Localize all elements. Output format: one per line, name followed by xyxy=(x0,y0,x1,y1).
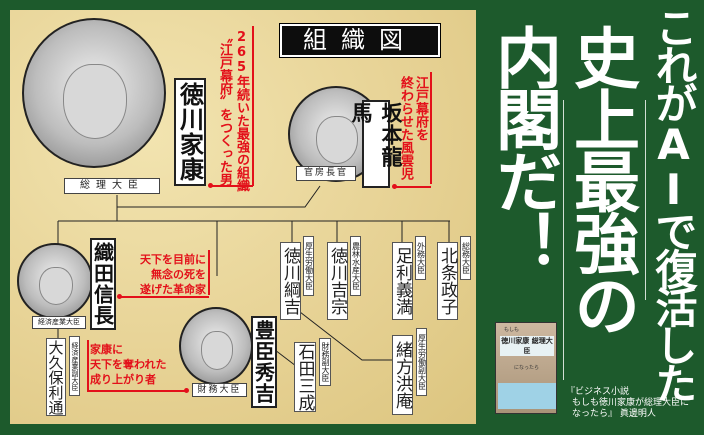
minister-name: 石田三成 xyxy=(294,342,316,412)
leader-name: 徳川家康 xyxy=(174,78,206,186)
note-line xyxy=(252,26,254,186)
portrait-toyotomi-hideyoshi xyxy=(179,307,253,385)
leader-post: 経済産業大臣 xyxy=(32,316,86,329)
note-line xyxy=(395,186,431,188)
minister-name: 徳川綱吉 xyxy=(280,242,301,320)
headline-line2: 史上最強の xyxy=(563,24,640,334)
portrait-oda-nobunaga xyxy=(17,243,93,319)
minister-name: 北条政子 xyxy=(437,242,458,320)
note-hideyoshi: 家康に天下を奪われた成り上がり者 xyxy=(90,343,167,386)
note-line xyxy=(120,296,209,298)
portrait-tokugawa-ieyasu xyxy=(22,18,166,168)
leader-post: 総理大臣 xyxy=(64,178,160,194)
leader-name: 織田信長 xyxy=(90,238,116,330)
book-band xyxy=(498,383,556,409)
note-line xyxy=(212,185,253,187)
minister-post: 経済産業副大臣 xyxy=(69,336,80,396)
note-ieyasu: 265年続いた最強の組織〝江戸幕府〟をつくった男 xyxy=(217,30,249,192)
minister-name: 徳川吉宗 xyxy=(327,242,348,320)
line-branch xyxy=(299,311,392,361)
book-cover-sub: もしも xyxy=(504,327,520,333)
book-cover-sub2: になったら xyxy=(514,365,540,371)
leader-name: 坂本龍馬 xyxy=(349,100,404,188)
note-line xyxy=(208,250,210,295)
note-line xyxy=(430,72,432,184)
page-title: 組織図 xyxy=(279,23,441,58)
line-branch xyxy=(274,349,297,367)
minister-post: 農林水産大臣 xyxy=(350,236,361,296)
leader-name: 豊臣秀吉 xyxy=(251,316,277,408)
book-cover-title: 徳川家康 総理大臣 xyxy=(500,336,554,356)
minister-post: 外務大臣 xyxy=(415,236,426,280)
minister-post: 財務副大臣 xyxy=(319,338,331,386)
note-dot xyxy=(184,388,189,393)
line-pm-chief xyxy=(116,185,321,208)
minister-name: 大久保利通 xyxy=(46,338,66,416)
minister-name: 緒方洪庵 xyxy=(392,335,413,415)
headline-line3: 内閣だ！ xyxy=(485,24,562,272)
minister-post: 厚生労働副大臣 xyxy=(416,328,427,396)
note-line xyxy=(87,340,89,390)
note-ryoma: 江戸幕府を終わらせた風雲児 xyxy=(398,76,428,180)
note-line xyxy=(87,390,185,392)
note-nobunaga: 天下を目前に無念の死を遂げた革命家 xyxy=(140,253,206,296)
divider xyxy=(563,100,564,380)
book-caption: 『ビジネス小説もしも徳川家康が総理大臣になったら』 眞邊明人 xyxy=(566,387,690,419)
note-dot xyxy=(208,183,213,188)
book-cover-image: もしも 徳川家康 総理大臣 になったら xyxy=(495,322,557,414)
divider xyxy=(645,100,646,300)
minister-post: 総務大臣 xyxy=(460,236,471,280)
headline-line1: これがAIで復活した xyxy=(649,6,698,400)
leader-post: 財務大臣 xyxy=(192,383,247,397)
leader-post: 官房長官 xyxy=(296,166,356,181)
note-dot xyxy=(392,184,397,189)
minister-name: 足利義満 xyxy=(392,242,413,320)
minister-post: 厚生労働大臣 xyxy=(303,236,314,296)
note-dot xyxy=(117,294,122,299)
